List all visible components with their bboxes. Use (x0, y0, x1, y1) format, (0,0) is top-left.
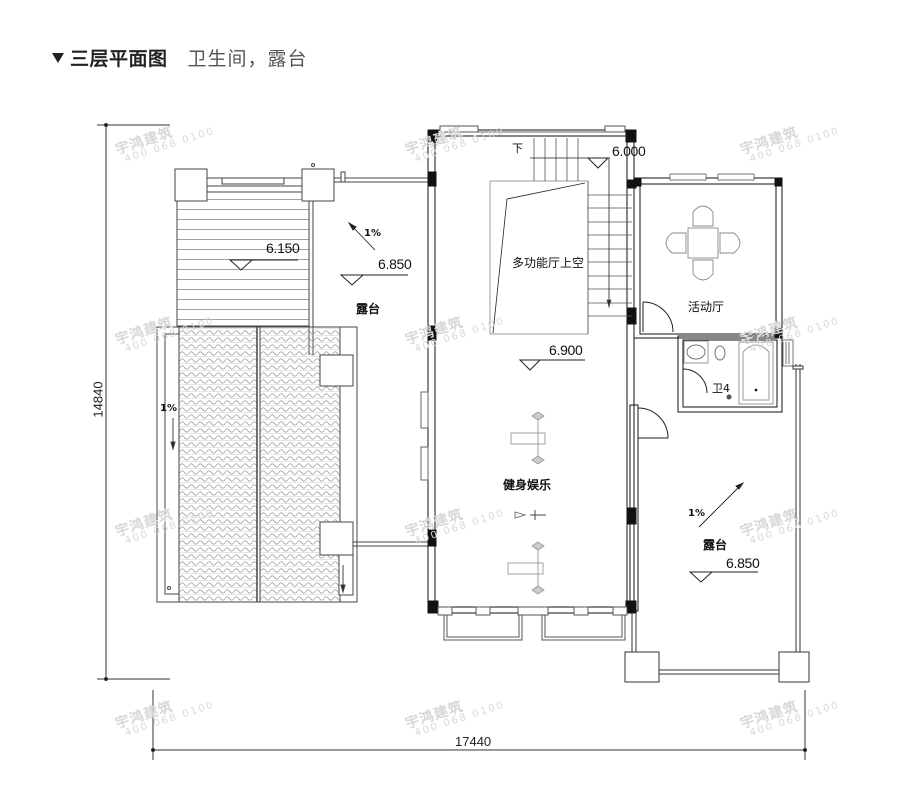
activity-hall (633, 173, 783, 339)
right-terrace (624, 364, 810, 683)
right-lower-wall (629, 404, 669, 612)
bathroom (677, 335, 794, 413)
room-bathroom: 卫4 (712, 382, 730, 395)
triangle-bullet-icon (52, 53, 64, 63)
stair (489, 138, 632, 335)
drawing-title: 三层平面图 (70, 47, 168, 70)
left-tiled-roof (156, 326, 428, 603)
elevation-fitness-floor: 6.900 (549, 342, 583, 358)
left-pergola (174, 163, 428, 355)
dining-set (665, 205, 741, 281)
dimension-total-depth: 14840 (90, 381, 106, 418)
dimension-horizontal (151, 690, 807, 760)
elevation-markers (228, 157, 758, 583)
drawing-subtitle: 卫生间，露台 (187, 47, 308, 70)
fitness-equipment (507, 411, 546, 595)
dimension-vertical (97, 123, 170, 681)
room-activity-hall: 活动厅 (688, 300, 725, 314)
room-terrace-left: 露台 (356, 302, 381, 316)
elevation-terrace-left: 6.850 (378, 256, 412, 272)
room-fitness: 健身娱乐 (503, 478, 552, 492)
slope-terrace-left: 1% (364, 228, 381, 239)
stair-down-label: 下 (512, 142, 523, 155)
slope-arrows (347, 221, 745, 528)
slope-roof-gutter: 1% (160, 403, 177, 414)
elevation-roof-left: 6.150 (266, 240, 300, 256)
room-terrace-right: 露台 (703, 538, 728, 552)
room-multi-hall-void: 多功能厅上空 (512, 256, 585, 270)
bottom-bay-windows (437, 606, 628, 641)
dimension-total-width: 17440 (455, 734, 492, 749)
elevation-terrace-right: 6.850 (726, 555, 760, 571)
drawing-header: 三层平面图 卫生间，露台 (52, 42, 308, 72)
central-block (420, 125, 637, 614)
elevation-stair-landing: 6.000 (612, 143, 646, 159)
slope-terrace-right: 1% (688, 508, 705, 519)
